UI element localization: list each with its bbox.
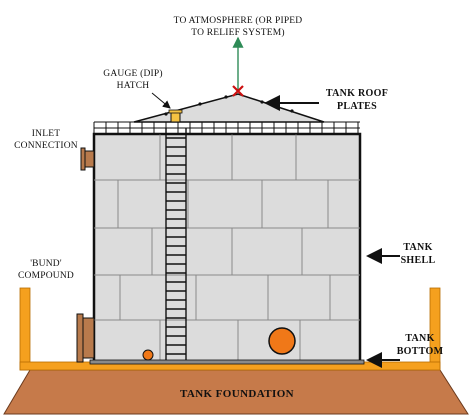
- tank-roof: [133, 93, 325, 123]
- manway: [268, 327, 296, 355]
- gauge-hatch-label-line2: HATCH: [117, 81, 150, 91]
- roof-railing: [93, 121, 360, 135]
- inlet-label-line2: CONNECTION: [14, 141, 78, 151]
- drain-outlet: [142, 349, 154, 361]
- shell-label-line1: TANK: [403, 242, 432, 253]
- roof-plates-label-line2: PLATES: [337, 101, 377, 112]
- gauge-hatch-icon: [168, 109, 183, 123]
- gauge-hatch-label-line1: GAUGE (DIP): [103, 68, 162, 79]
- foundation-label: TANK FOUNDATION: [180, 388, 294, 400]
- ladder-icon: [165, 128, 187, 360]
- bottom-label-line2: BOTTOM: [397, 346, 444, 357]
- outlet-nozzle: [76, 313, 95, 363]
- atmosphere-label-line2: TO RELIEF SYSTEM): [191, 27, 284, 38]
- pressure-relief-vent-icon: [232, 36, 244, 97]
- roof-plates-label-line1: TANK ROOF: [326, 88, 388, 99]
- tank-shell: [92, 132, 362, 364]
- inlet-nozzle: [80, 147, 95, 171]
- atmosphere-label-line1: TO ATMOSPHERE (OR PIPED: [174, 15, 303, 26]
- bottom-label-line1: TANK: [405, 333, 434, 344]
- bund-label-line1: 'BUND': [30, 259, 62, 269]
- gauge-hatch-pointer: [151, 92, 171, 109]
- inlet-label-line1: INLET: [32, 129, 60, 139]
- bund-label-line2: COMPOUND: [18, 271, 74, 281]
- tank-bottom-plate: [89, 359, 365, 365]
- shell-label-line2: SHELL: [401, 255, 436, 266]
